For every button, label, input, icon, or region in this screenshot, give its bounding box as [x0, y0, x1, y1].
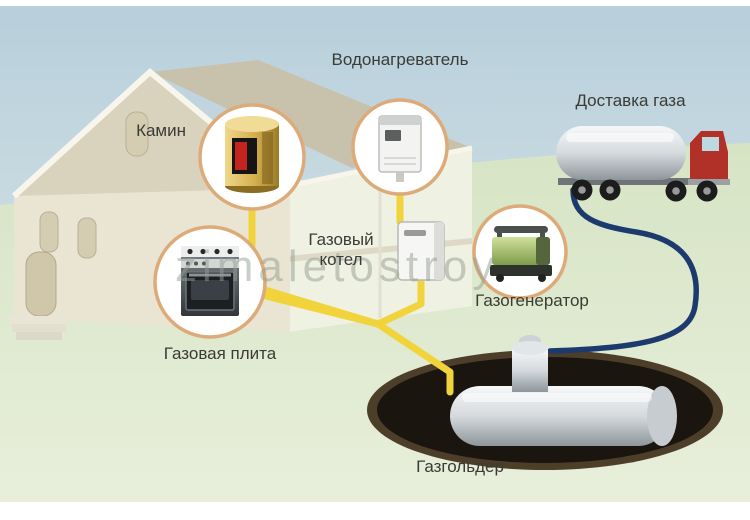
facade-window-icon	[39, 211, 59, 253]
label-gas-delivery: Доставка газа	[575, 91, 686, 110]
truck-wheel-hubs	[578, 186, 711, 195]
label-gas-generator: Газогенератор	[475, 291, 589, 310]
water-heater-callout	[351, 98, 449, 196]
gas-stove-callout	[153, 225, 267, 339]
truck-chassis	[558, 178, 712, 185]
tank-neck	[512, 348, 548, 392]
porch-step	[16, 332, 62, 340]
label-gas-stove: Газовая плита	[163, 344, 277, 363]
label-fireplace: Камин	[136, 121, 186, 140]
porch-step	[12, 324, 66, 332]
gas-delivery-truck-icon	[556, 126, 730, 202]
gasholder-tank-icon	[450, 335, 677, 446]
gas-generator-callout	[472, 204, 568, 300]
pipe-to-gasholder	[374, 320, 454, 396]
porch-step	[8, 316, 70, 324]
tank-neck-top	[512, 341, 548, 355]
gas-boiler-icon	[397, 221, 445, 281]
gable-window-icon	[125, 111, 149, 157]
label-gasholder: Газгольдер	[416, 457, 504, 476]
frame-top	[0, 0, 750, 6]
gas-generator-icon	[490, 226, 552, 282]
facade-window-icon	[77, 217, 97, 259]
label-water-heater: Водонагреватель	[331, 50, 469, 69]
fireplace-callout	[198, 103, 306, 211]
door-icon	[25, 251, 57, 317]
boiler-vent	[404, 230, 426, 236]
truck-window	[702, 137, 719, 151]
water-heater-icon	[378, 115, 422, 182]
label-gas-boiler: Газовый котел	[308, 230, 374, 270]
tank-end-cap	[647, 386, 677, 446]
gas-stove-icon	[181, 246, 239, 316]
fireplace-icon	[225, 116, 279, 193]
truck-tank-highlight	[566, 133, 674, 142]
tank-highlight	[462, 393, 652, 402]
delivery-pipe-blue	[547, 187, 699, 354]
boiler-side	[434, 222, 444, 280]
frame-bottom	[0, 502, 750, 520]
